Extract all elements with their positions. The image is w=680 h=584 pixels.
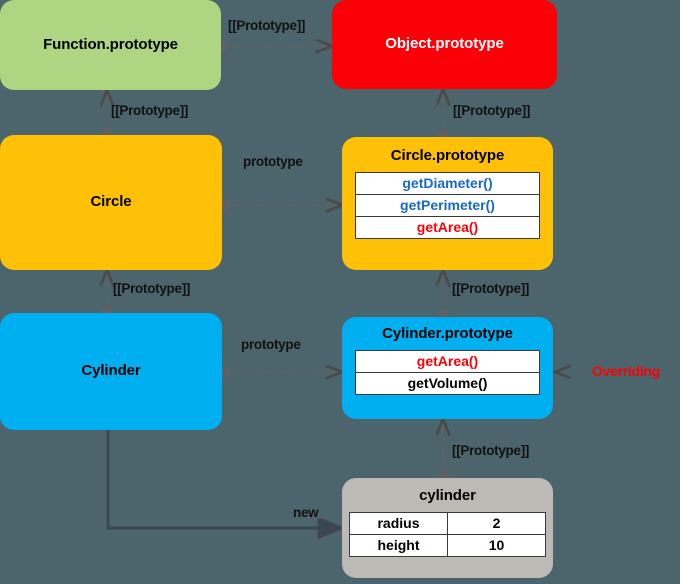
edge-label-cylinder-new-instance: new (293, 505, 319, 520)
edge-label-cylinder-to-circle: [[Prototype]] (113, 281, 191, 296)
table-row: height 10 (349, 533, 546, 557)
cylinder-instance-property-table: radius 2 height 10 (349, 511, 546, 557)
member-getvolume[interactable]: getVolume() (356, 372, 539, 394)
node-cylinder-title: Cylinder (81, 362, 141, 380)
edge-label-fnproto-to-objproto: [[Prototype]] (228, 18, 306, 33)
property-key-radius: radius (349, 511, 448, 535)
edge-label-circle-to-fnproto: [[Prototype]] (111, 103, 189, 118)
node-cylinder[interactable]: Cylinder (0, 313, 222, 430)
node-function-prototype[interactable]: Function.prototype (0, 0, 221, 90)
edge-label-circle-to-circleproto: prototype (243, 154, 303, 169)
node-object-prototype[interactable]: Object.prototype (332, 0, 557, 89)
edge-label-cylinder-to-cylinderproto: prototype (241, 337, 301, 352)
member-getdiameter[interactable]: getDiameter() (356, 172, 539, 195)
table-row: radius 2 (349, 511, 546, 535)
circle-prototype-member-list: getDiameter() getPerimeter() getArea() (355, 171, 540, 239)
node-circle-prototype[interactable]: Circle.prototype getDiameter() getPerime… (342, 137, 553, 270)
member-getarea-override[interactable]: getArea() (356, 350, 539, 373)
node-cylinder-prototype-title: Cylinder.prototype (382, 325, 513, 342)
edge-cylinder-new-instance (106, 430, 340, 528)
node-cylinder-prototype[interactable]: Cylinder.prototype getArea() getVolume() (342, 317, 553, 419)
edge-label-instance-to-cylinderproto: [[Prototype]] (452, 443, 530, 458)
node-circle[interactable]: Circle (0, 135, 222, 270)
node-cylinder-instance[interactable]: cylinder radius 2 height 10 (342, 478, 553, 578)
edge-label-circleproto-to-objproto: [[Prototype]] (453, 103, 531, 118)
member-getperimeter[interactable]: getPerimeter() (356, 194, 539, 217)
cylinder-prototype-member-list: getArea() getVolume() (355, 349, 540, 395)
node-cylinder-instance-title: cylinder (419, 487, 476, 504)
node-function-prototype-title: Function.prototype (43, 35, 178, 53)
edge-label-overriding-note: Overriding (592, 363, 660, 379)
property-value-radius: 2 (447, 511, 546, 535)
node-object-prototype-title: Object.prototype (385, 35, 504, 53)
property-value-height: 10 (447, 533, 546, 557)
member-getarea[interactable]: getArea() (356, 216, 539, 238)
node-circle-prototype-title: Circle.prototype (390, 147, 505, 164)
node-circle-title: Circle (90, 193, 132, 211)
property-key-height: height (349, 533, 448, 557)
edge-label-cylinderproto-to-circleproto: [[Prototype]] (452, 281, 530, 296)
